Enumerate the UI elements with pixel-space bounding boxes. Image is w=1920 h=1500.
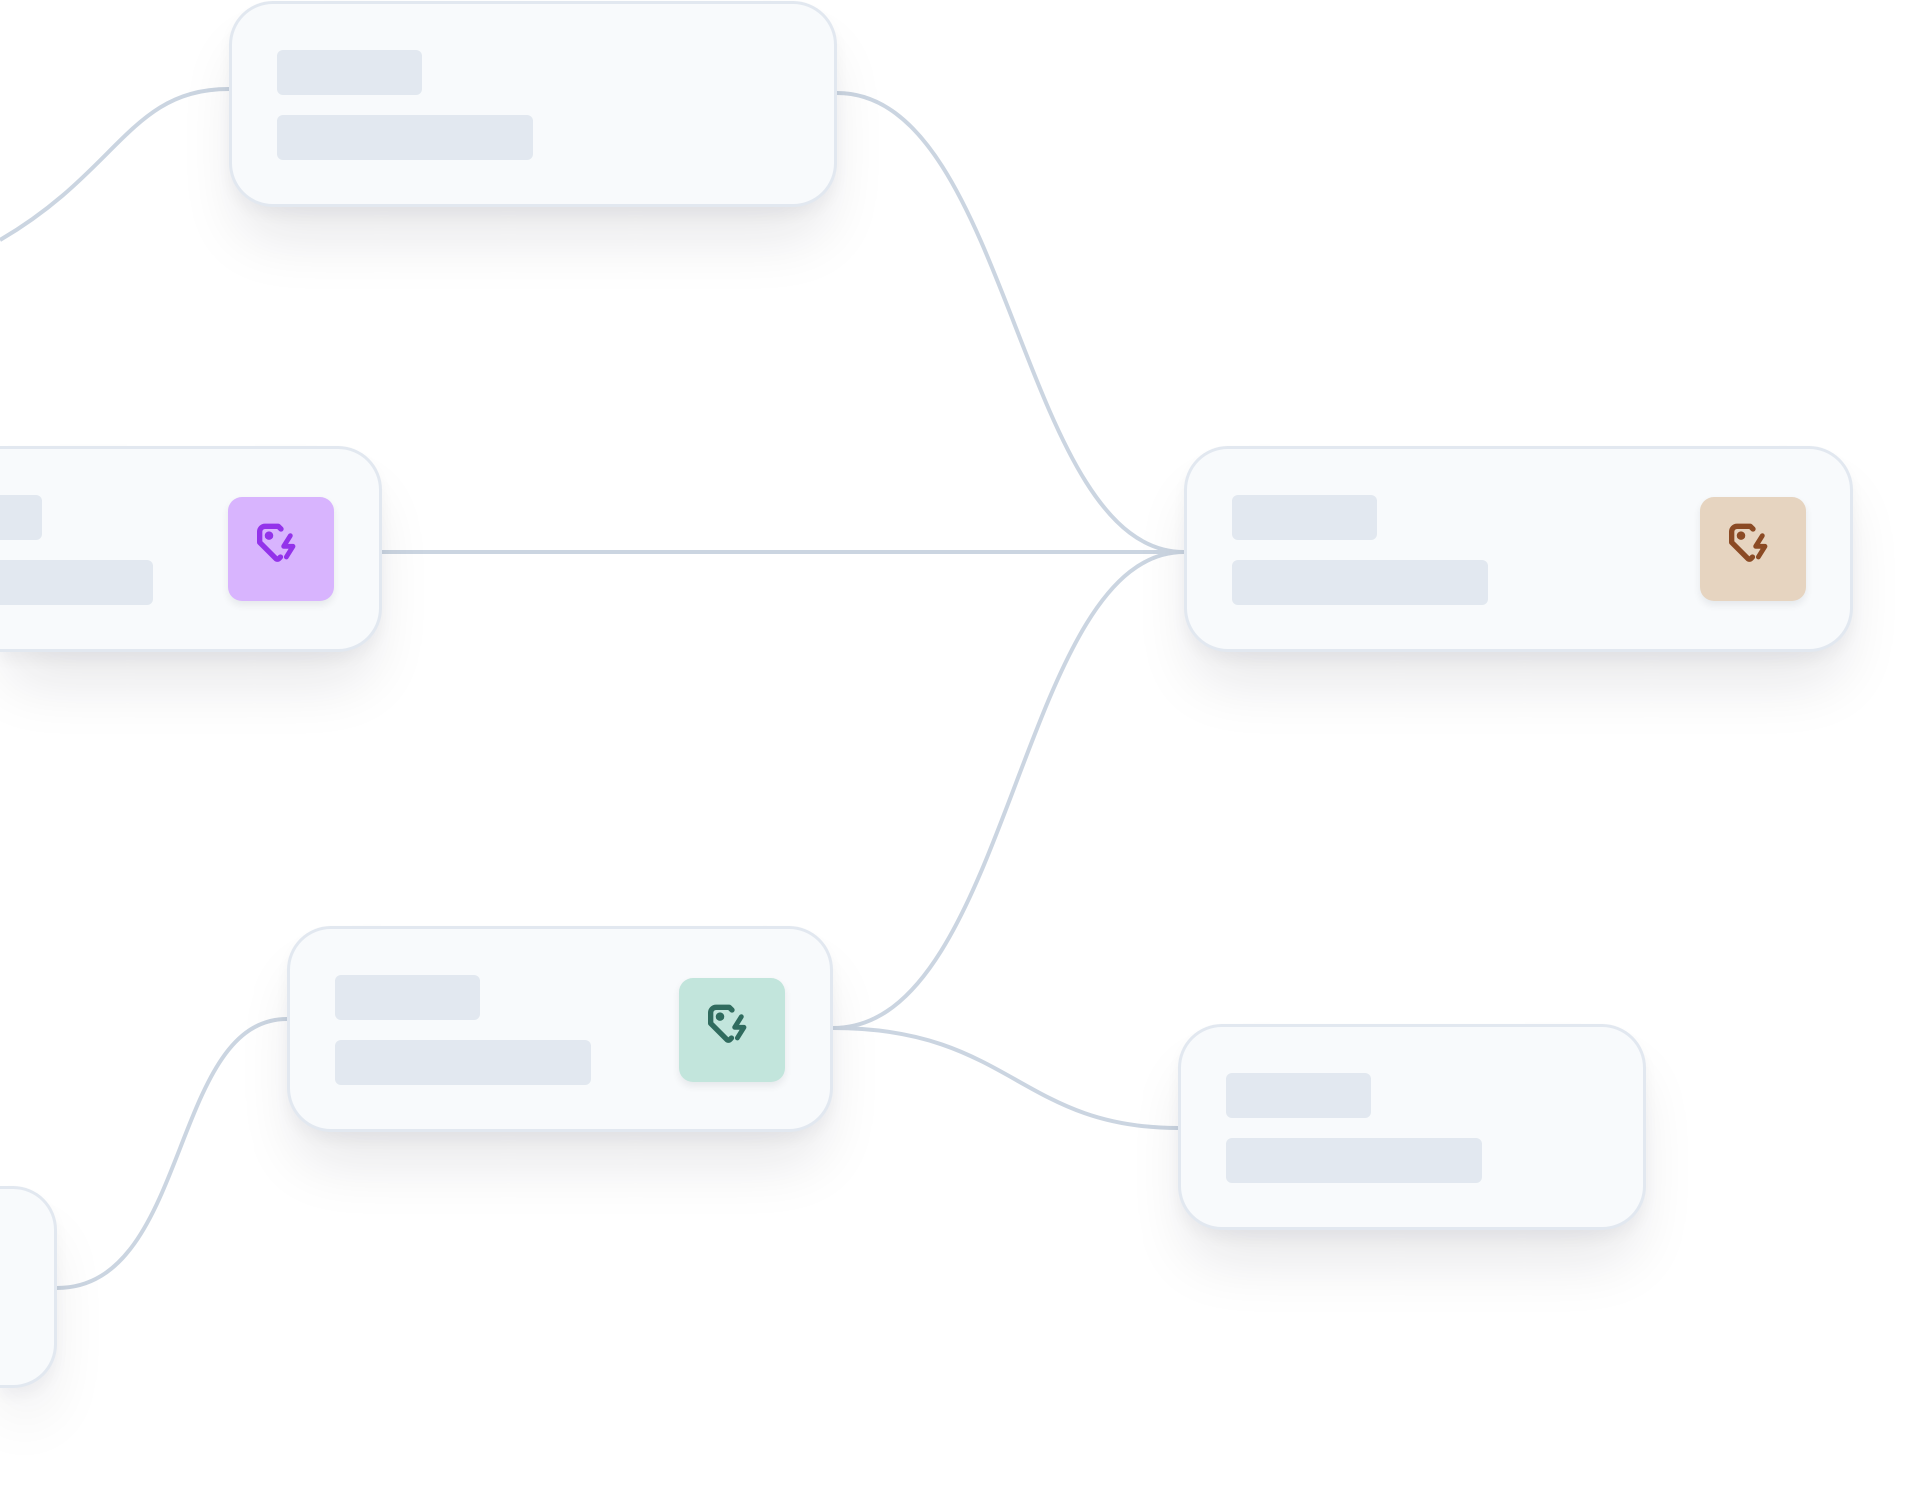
placeholder-subtitle	[0, 560, 153, 605]
node-left-bottom[interactable]	[0, 1186, 57, 1388]
placeholder-title	[277, 50, 422, 95]
edge-left-bottom-to-center-bottom	[56, 1017, 288, 1290]
tag-lightning-icon	[708, 1004, 747, 1043]
icon-badge	[228, 497, 334, 601]
edge-offscreen-to-top	[0, 87, 230, 242]
placeholder-title	[1232, 495, 1377, 540]
placeholder-title	[0, 495, 42, 540]
placeholder-title	[1226, 1073, 1371, 1118]
edge-top-to-right-middle	[836, 91, 1185, 554]
tag-lightning-icon	[257, 523, 296, 562]
placeholder-subtitle	[1232, 560, 1488, 605]
edge-center-bottom-to-right-bottom	[832, 1026, 1179, 1130]
tag-lightning-icon	[1729, 523, 1768, 562]
edge-center-bottom-to-right-middle	[832, 550, 1185, 1030]
node-top[interactable]	[229, 1, 837, 207]
icon-badge	[679, 978, 785, 1082]
node-center-bottom[interactable]	[287, 926, 833, 1132]
node-right-bottom[interactable]	[1178, 1024, 1646, 1230]
placeholder-subtitle	[335, 1040, 591, 1085]
node-left-middle[interactable]	[0, 446, 382, 652]
placeholder-subtitle	[277, 115, 533, 160]
placeholder-subtitle	[1226, 1138, 1482, 1183]
placeholder-title	[335, 975, 480, 1020]
node-right-middle[interactable]	[1184, 446, 1853, 652]
icon-badge	[1700, 497, 1806, 601]
